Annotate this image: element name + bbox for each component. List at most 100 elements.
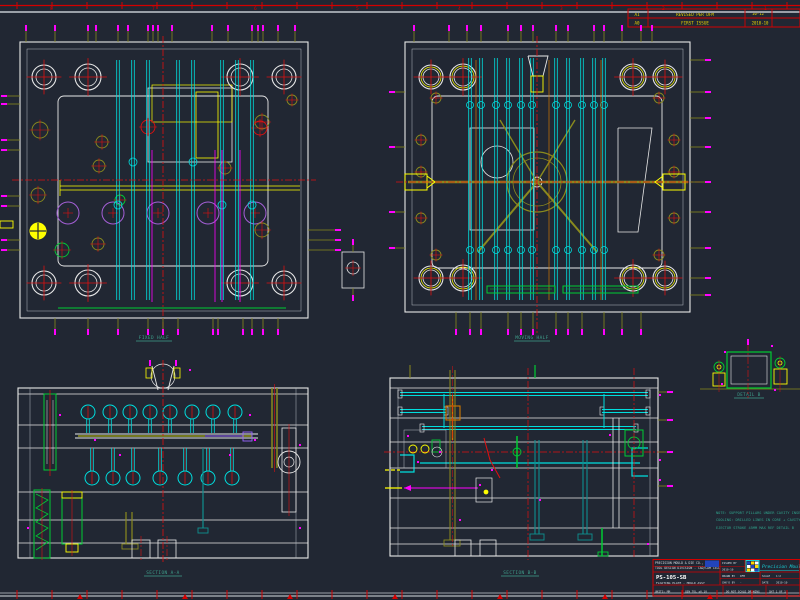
note-line: NOTE: SUPPORT PILLARS UNDER CAVITY INSER…	[716, 511, 800, 515]
dim-tick	[1, 239, 7, 241]
drawn-label: DRAWN BY	[722, 574, 735, 578]
dim-dot	[94, 439, 96, 441]
dim-tick	[127, 25, 129, 31]
dim-tick	[448, 25, 450, 31]
dim-dot	[249, 414, 251, 416]
screw-bore	[29, 119, 51, 141]
dim-dot	[254, 439, 256, 441]
guide-pillar-bore	[69, 264, 107, 302]
dim-tick	[171, 25, 173, 31]
guide-pillar-bore	[647, 260, 683, 296]
company-logo	[745, 560, 760, 572]
dim-tick	[507, 25, 509, 31]
dim-tick	[603, 329, 605, 335]
zone-arrow	[77, 594, 83, 599]
dim-tick	[705, 59, 711, 61]
dim-dot	[119, 454, 121, 456]
dim-tick	[667, 485, 673, 487]
dim-tick	[352, 239, 354, 245]
view-label-moving-half: MOVING HALF	[515, 335, 548, 341]
ejector-pin-upper	[102, 404, 118, 433]
dim-tick	[389, 211, 395, 213]
zone-arrow	[392, 594, 398, 599]
ejector-pin-lower	[125, 448, 141, 486]
arrow-tip	[404, 485, 411, 491]
dim-tick	[251, 329, 253, 335]
company-name: PRECISION MOULD & DIE CO., LTD.	[655, 561, 713, 565]
dim-tick	[175, 360, 177, 366]
dim-tick	[507, 329, 509, 335]
dim-tick	[294, 25, 296, 31]
view-section-aa	[17, 360, 309, 564]
dim-dot	[417, 461, 419, 463]
screw-bore	[667, 133, 681, 147]
zone-arrow	[602, 594, 608, 599]
dim-tick	[262, 25, 264, 31]
dim-tick	[147, 25, 149, 31]
ejector-pin-upper	[227, 404, 243, 433]
dim-tick	[640, 25, 642, 31]
view-label-fixed-half: FIXED HALF	[139, 335, 169, 341]
dim-tick	[162, 329, 164, 335]
view-plan-moving-half	[389, 25, 711, 335]
issued-label: ISSUED BY	[722, 561, 737, 565]
zone-number: 7	[152, 6, 155, 12]
dim-tick	[621, 25, 623, 31]
dim-tick	[335, 249, 341, 251]
note-line: EJECTOR STROKE 45MM MAX REF DETAIL B	[716, 526, 794, 530]
dim-tick	[227, 25, 229, 31]
zone-arrow	[287, 594, 293, 599]
dim-tick	[1, 139, 7, 141]
dim-tick	[1, 103, 7, 105]
checked-label: CHK'D BY	[722, 581, 735, 585]
dim-tick	[87, 329, 89, 335]
screw-bore	[91, 158, 107, 174]
dim-tick	[667, 391, 673, 393]
rev-desc: FIRST ISSUE	[681, 21, 709, 26]
strip-units: UNITS: MM	[655, 590, 670, 594]
screw-bore	[429, 91, 443, 105]
part-name: FLOATING PLATE - MOULD ASSY	[656, 581, 705, 585]
dim-dot	[27, 527, 29, 529]
dim-tick	[532, 25, 534, 31]
dim-tick	[147, 329, 149, 335]
guide-pillar-bore	[266, 59, 302, 95]
dim-dot	[229, 454, 231, 456]
guide-pillar-bore	[614, 58, 652, 96]
dim-dot	[407, 435, 409, 437]
screw-bore	[252, 220, 272, 240]
dim-tick	[335, 239, 341, 241]
screw-bore	[652, 91, 666, 105]
screw-bore	[285, 93, 299, 107]
guide-pillar-bore	[413, 59, 449, 95]
title-block-text: PRECISION MOULD & DIE CO., LTD. TOOL DES…	[655, 561, 800, 594]
ejector-pin-lower	[105, 448, 121, 486]
rev-id: A1	[634, 12, 640, 17]
dim-tick	[262, 329, 264, 335]
screw-bore	[28, 185, 48, 205]
dim-tick	[413, 25, 415, 31]
insert-circle	[56, 201, 80, 225]
dim-dot	[491, 469, 493, 471]
dim-tick	[667, 451, 673, 453]
ejector-pin-upper	[184, 404, 200, 433]
screw-bore	[52, 240, 72, 260]
dim-dot	[774, 389, 776, 391]
dim-tick	[1, 149, 7, 151]
side-component	[341, 239, 365, 301]
zone-arrow	[182, 594, 188, 599]
dim-dot	[299, 444, 301, 446]
logo-script-text: Precision Mould & Die	[762, 564, 800, 570]
screw-bore	[414, 211, 428, 225]
dim-dot	[299, 527, 301, 529]
ejector-pin-lower	[177, 448, 193, 486]
drawn-value: DFM	[740, 574, 745, 578]
view-label-detail: DETAIL B	[737, 392, 760, 397]
dim-tick	[25, 25, 27, 31]
dim-dot	[771, 345, 773, 347]
dim-tick	[520, 329, 522, 335]
ejector-pin-upper	[80, 404, 96, 433]
guide-pillar-bore	[26, 265, 62, 301]
